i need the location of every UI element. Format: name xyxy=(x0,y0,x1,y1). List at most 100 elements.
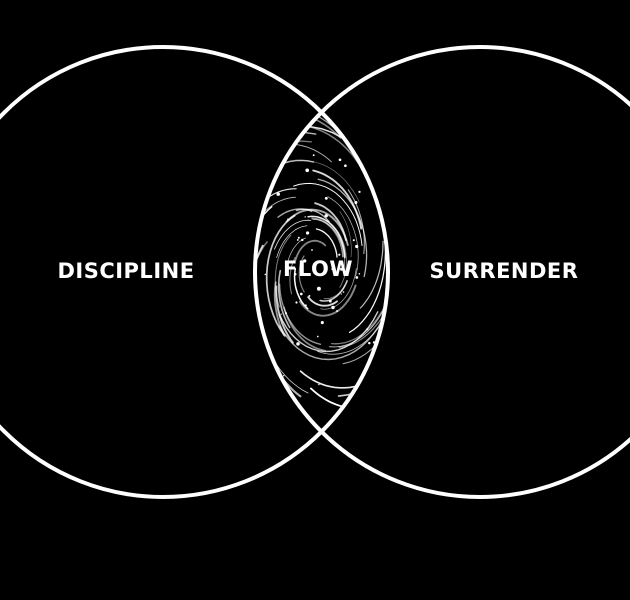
flow-label: FLOW xyxy=(283,257,353,281)
swirl-dot xyxy=(303,259,307,263)
swirl-stroke xyxy=(255,182,258,352)
swirl-dot xyxy=(355,244,359,249)
discipline-label: DISCIPLINE xyxy=(57,259,195,283)
swirl-dot xyxy=(420,250,422,252)
swirl-dot xyxy=(296,342,300,346)
swirl-dot xyxy=(320,321,324,325)
swirl-dot xyxy=(225,188,229,192)
swirl-dot xyxy=(214,250,216,252)
swirl-stroke xyxy=(275,285,294,344)
swirl-dot xyxy=(446,236,448,238)
swirl-dot xyxy=(324,214,328,218)
swirl-stroke xyxy=(307,215,346,259)
surrender-label: SURRENDER xyxy=(429,259,579,283)
swirl-dot xyxy=(295,301,298,304)
swirl-dot xyxy=(243,206,245,208)
swirl-dot xyxy=(368,341,371,345)
swirl-stroke xyxy=(285,237,307,275)
swirl-dot xyxy=(280,313,282,315)
swirl-dot xyxy=(208,352,211,355)
swirl-stroke xyxy=(307,296,338,307)
swirl-dot xyxy=(308,294,311,297)
swirl-dot xyxy=(304,216,306,218)
swirl-dot xyxy=(342,291,345,293)
swirl-stroke xyxy=(255,241,268,296)
swirl-dot xyxy=(262,399,265,403)
swirl-dot xyxy=(273,70,276,73)
swirl-stroke xyxy=(278,283,322,345)
swirl-dot xyxy=(301,238,304,242)
swirl-dot xyxy=(230,336,233,339)
swirl-dot xyxy=(312,154,315,157)
swirl-dot xyxy=(389,169,391,171)
swirl-stroke xyxy=(274,219,312,250)
swirl-dot xyxy=(255,92,256,94)
swirl-dot xyxy=(296,238,299,241)
swirl-stroke xyxy=(347,189,365,255)
swirl-dot xyxy=(313,72,317,76)
swirl-dot xyxy=(355,276,359,279)
swirl-dot xyxy=(344,271,347,274)
swirl-dot xyxy=(331,268,334,270)
swirl-dot xyxy=(332,54,337,59)
swirl-dot xyxy=(301,106,306,111)
swirl-stroke xyxy=(315,228,338,258)
swirl-stroke xyxy=(327,196,359,277)
swirl-dot xyxy=(353,108,358,112)
swirl-dot xyxy=(347,425,349,427)
swirl-stroke xyxy=(273,160,360,203)
swirl-dot xyxy=(318,383,320,386)
swirl-dot xyxy=(287,218,289,221)
swirl-dot xyxy=(336,310,339,312)
swirl-dot xyxy=(311,249,313,251)
swirl-dot xyxy=(427,373,430,376)
swirl-dot xyxy=(316,286,321,291)
swirl-dot xyxy=(257,334,261,338)
swirl-dot xyxy=(316,335,319,338)
swirl-stroke xyxy=(298,284,357,317)
swirl-dot xyxy=(331,305,335,310)
swirl-dot xyxy=(280,478,283,480)
swirl-stroke xyxy=(293,182,363,247)
swirl-dot xyxy=(390,427,393,430)
swirl-dot xyxy=(276,192,280,196)
swirl-dot xyxy=(226,153,230,157)
swirl-stroke xyxy=(294,239,327,262)
swirl-dot xyxy=(305,231,310,235)
swirl-dot xyxy=(304,304,307,307)
swirl-dot xyxy=(429,169,430,170)
swirl-dot xyxy=(219,317,220,318)
swirl-stroke xyxy=(277,269,291,329)
swirl-stroke xyxy=(265,214,296,337)
swirl-stroke xyxy=(342,234,388,365)
swirl-dot xyxy=(328,299,332,303)
swirl-dot xyxy=(340,267,343,271)
swirl-stroke xyxy=(228,272,254,404)
swirl-dot xyxy=(299,292,303,296)
swirl-dot xyxy=(264,273,267,276)
swirl-stroke xyxy=(311,217,344,258)
swirl-stroke xyxy=(317,178,368,278)
swirl-dot xyxy=(342,442,345,444)
swirl-dot xyxy=(324,196,328,200)
swirl-dot xyxy=(305,168,310,173)
swirl-stroke xyxy=(273,281,285,336)
swirl-stroke xyxy=(276,225,308,258)
discipline-circle xyxy=(0,45,390,499)
swirl-dot xyxy=(352,239,355,242)
swirl-dot xyxy=(340,293,342,295)
surrender-circle xyxy=(253,45,630,499)
swirl-dot xyxy=(293,272,297,276)
swirl-dot xyxy=(286,438,289,442)
swirl-stroke xyxy=(319,280,348,302)
swirl-dot xyxy=(374,388,378,393)
swirl-stroke xyxy=(255,184,257,299)
swirl-stroke xyxy=(285,208,349,246)
swirl-dot xyxy=(297,236,300,239)
swirl-dot xyxy=(419,314,423,318)
swirl-dot xyxy=(223,317,225,319)
swirl-dot xyxy=(395,291,398,294)
swirl-dot xyxy=(358,190,361,194)
